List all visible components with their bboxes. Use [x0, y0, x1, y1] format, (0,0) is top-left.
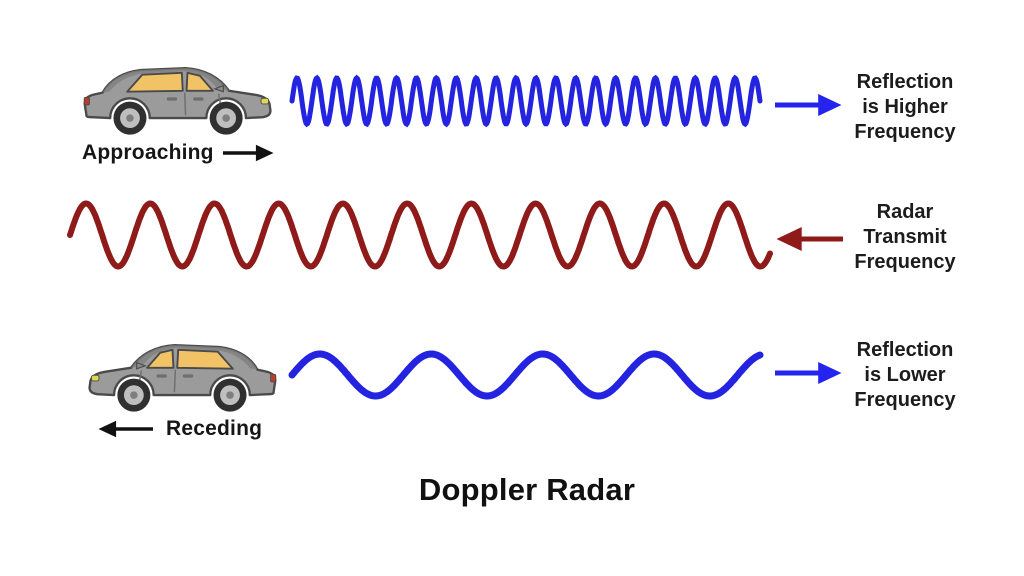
receding-label: Receding — [166, 417, 263, 440]
receding-direction-arrow-icon — [98, 420, 153, 438]
caption-line: is Higher — [862, 96, 948, 118]
low-frequency-wave — [288, 350, 764, 400]
approaching-label-group: Approaching — [82, 141, 274, 165]
reflection-higher-caption: Reflection is Higher Frequency — [826, 70, 984, 145]
caption-line: Radar — [876, 201, 934, 223]
radar-transmit-wave — [67, 200, 773, 270]
caption-line: is Lower — [864, 364, 946, 386]
caption-line: Frequency — [854, 251, 956, 273]
reflection-lower-caption: Reflection is Lower Frequency — [826, 338, 984, 413]
receding-car-illustration — [82, 327, 280, 417]
page-title: Doppler Radar — [418, 472, 636, 507]
radar-transmit-caption: Radar Transmit Frequency — [826, 200, 984, 275]
caption-line: Reflection — [856, 71, 954, 93]
radar-transmit-arrow-icon — [776, 227, 843, 251]
receding-label-group: Receding — [98, 417, 262, 441]
approaching-direction-arrow-icon — [222, 144, 274, 162]
caption-line: Frequency — [854, 389, 956, 411]
reflection-higher-arrow-icon — [775, 93, 842, 117]
caption-line: Frequency — [854, 121, 956, 143]
reflection-lower-arrow-icon — [775, 361, 842, 385]
caption-line: Transmit — [863, 226, 947, 248]
approaching-car-illustration — [80, 50, 278, 140]
approaching-label: Approaching — [82, 141, 214, 164]
high-frequency-wave — [289, 74, 763, 128]
caption-line: Reflection — [856, 339, 954, 361]
